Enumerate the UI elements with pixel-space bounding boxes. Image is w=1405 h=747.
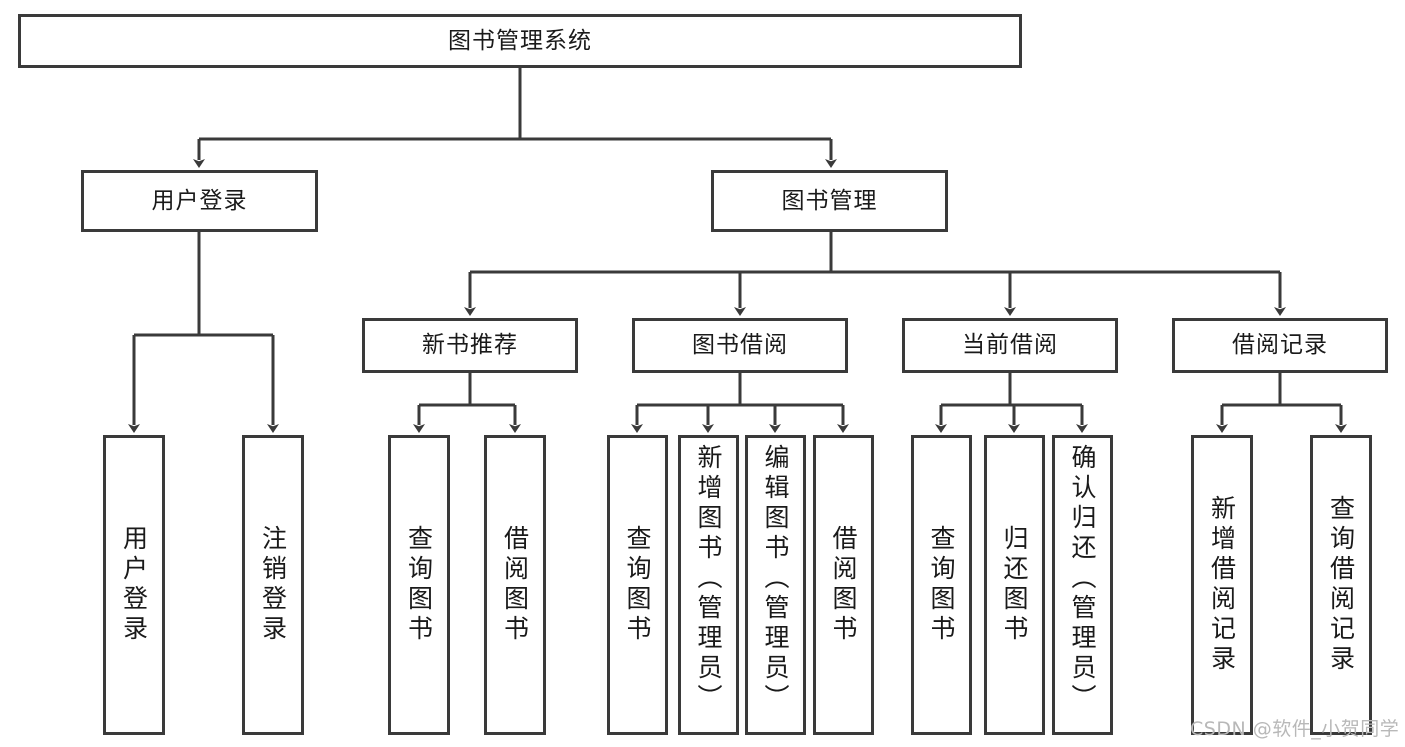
node-user-login[interactable]: 用户登录	[81, 170, 318, 232]
leaf-query-borrow-record[interactable]: 查询借阅记录	[1310, 435, 1372, 735]
node-borrow-record-label: 借阅记录	[1232, 332, 1328, 359]
leaf-user-login-label: 用户登录	[119, 525, 149, 645]
leaf-borrow-book-recommend-label: 借阅图书	[500, 525, 530, 645]
node-book-borrow-label: 图书借阅	[692, 332, 788, 359]
leaf-add-borrow-record[interactable]: 新增借阅记录	[1191, 435, 1253, 735]
leaf-user-login[interactable]: 用户登录	[103, 435, 165, 735]
leaf-edit-book-admin-label: 编辑图书（管理员）	[761, 444, 790, 714]
node-current-borrow-label: 当前借阅	[962, 332, 1058, 359]
leaf-query-book-recommend[interactable]: 查询图书	[388, 435, 450, 735]
leaf-query-book-current-label: 查询图书	[927, 525, 956, 645]
node-current-borrow[interactable]: 当前借阅	[902, 318, 1118, 373]
leaf-edit-book-admin[interactable]: 编辑图书（管理员）	[745, 435, 806, 735]
node-user-login-label: 用户登录	[151, 187, 248, 214]
node-borrow-record[interactable]: 借阅记录	[1172, 318, 1388, 373]
watermark: CSDN @软件_小贺同学	[1190, 718, 1400, 740]
leaf-add-book-admin-label: 新增图书（管理员）	[694, 444, 723, 714]
node-book-management-label: 图书管理	[781, 187, 878, 214]
node-book-management[interactable]: 图书管理	[711, 170, 948, 232]
node-book-borrow[interactable]: 图书借阅	[632, 318, 848, 373]
leaf-confirm-return-admin-label: 确认归还（管理员）	[1068, 444, 1097, 714]
node-new-book-recommend-label: 新书推荐	[422, 332, 518, 359]
leaf-confirm-return-admin[interactable]: 确认归还（管理员）	[1052, 435, 1113, 735]
leaf-add-book-admin[interactable]: 新增图书（管理员）	[678, 435, 739, 735]
leaf-borrow-book-label: 借阅图书	[829, 525, 858, 645]
node-root[interactable]: 图书管理系统	[18, 14, 1022, 68]
leaf-return-book-label: 归还图书	[1000, 525, 1029, 645]
node-new-book-recommend[interactable]: 新书推荐	[362, 318, 578, 373]
leaf-user-logout[interactable]: 注销登录	[242, 435, 304, 735]
leaf-query-book-current[interactable]: 查询图书	[911, 435, 972, 735]
leaf-borrow-book[interactable]: 借阅图书	[813, 435, 874, 735]
leaf-query-book-recommend-label: 查询图书	[404, 525, 434, 645]
leaf-borrow-book-recommend[interactable]: 借阅图书	[484, 435, 546, 735]
node-root-label: 图书管理系统	[448, 27, 592, 54]
leaf-return-book[interactable]: 归还图书	[984, 435, 1045, 735]
leaf-user-logout-label: 注销登录	[258, 525, 288, 645]
leaf-query-book-borrow-label: 查询图书	[623, 525, 652, 645]
leaf-query-borrow-record-label: 查询借阅记录	[1326, 495, 1356, 675]
leaf-add-borrow-record-label: 新增借阅记录	[1207, 495, 1237, 675]
leaf-query-book-borrow[interactable]: 查询图书	[607, 435, 668, 735]
